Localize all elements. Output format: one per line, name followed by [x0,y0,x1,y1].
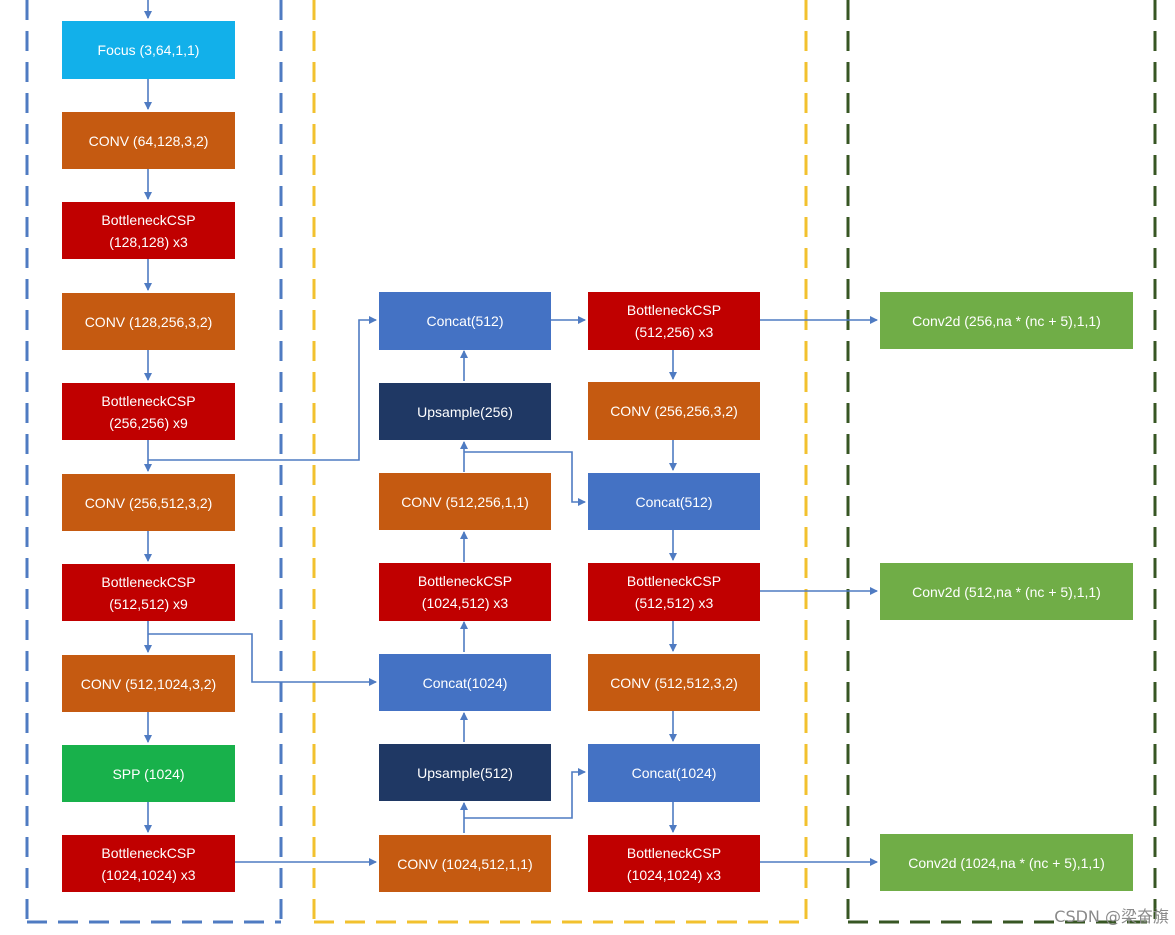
neck-right-csp-mid-label: BottleneckCSP (512,512) x3 [626,573,722,611]
neck-upsample-top-node: Upsample(256) [379,383,551,440]
neck-right-concat-top-node: Concat(512) [588,473,760,530]
head-out1-label: Conv2d (256,na * (nc + 5),1,1) [912,312,1101,329]
neck-csp-mid-node: BottleneckCSP (1024,512) x3 [379,563,551,621]
neck-right-csp-mid-node: BottleneckCSP (512,512) x3 [588,563,760,621]
neck-upsample-bottom-label: Upsample(512) [417,764,513,781]
csp1-node: BottleneckCSP (128,128) x3 [62,202,235,259]
neck-conv-bottom-label: CONV (1024,512,1,1) [397,855,533,872]
neck-right-conv-top-label: CONV (256,256,3,2) [610,403,738,419]
arrow-conv-mid-right-concat [464,451,586,506]
neck-upsample-top-label: Upsample(256) [417,403,513,420]
neck-right-conv-mid-label: CONV (512,512,3,2) [610,674,738,691]
csp3-label: BottleneckCSP (512,512) x9 [101,573,196,612]
conv3-label: CONV (256,512,3,2) [84,494,213,511]
neck-section-border [312,0,808,924]
arrow-conv-bottom-right-concat [464,768,586,819]
neck-csp-mid-label: BottleneckCSP (1024,512) x3 [417,573,513,611]
conv4-label: CONV (512,1024,3,2) [80,675,217,692]
csp1-label: BottleneckCSP (128,128) x3 [101,211,196,250]
csp2-node: BottleneckCSP (256,256) x9 [62,383,235,440]
conv1-label: CONV (64,128,3,2) [88,132,209,149]
neck-right-csp-top-node: BottleneckCSP (512,256) x3 [588,292,760,350]
neck-right-concat-bottom-node: Concat(1024) [588,744,760,802]
arrow-csp3-concat-mid [148,633,377,686]
spp-label: SPP (1024) [112,765,185,782]
backbone-section-border [25,0,283,924]
neck-right-csp-bottom-label: BottleneckCSP (1024,1024) x3 [626,844,722,883]
csp2-label: BottleneckCSP (256,256) x9 [101,392,196,431]
watermark-text: CSDN @梁奋旗 [1054,907,1169,926]
head-out2-label: Conv2d (512,na * (nc + 5),1,1) [912,583,1101,600]
neck-concat-top-node: Concat(512) [379,292,551,350]
neck-conv-mid-label: CONV (512,256,1,1) [401,493,529,510]
focus-label: Focus (3,64,1,1) [97,42,200,58]
conv4-node: CONV (512,1024,3,2) [62,655,235,712]
conv3-node: CONV (256,512,3,2) [62,474,235,531]
neck-conv-bottom-node: CONV (1024,512,1,1) [379,835,551,892]
neck-right-conv-top-node: CONV (256,256,3,2) [588,382,760,440]
connectors [144,0,878,866]
neck-right-concat-bottom-label: Concat(1024) [631,765,717,781]
neck-concat-mid-node: Concat(1024) [379,654,551,711]
conv2-node: CONV (128,256,3,2) [62,293,235,350]
neck-upsample-bottom-node: Upsample(512) [379,744,551,801]
neck-right-csp-top-label: BottleneckCSP (512,256) x3 [626,302,722,340]
head-out2-node: Conv2d (512,na * (nc + 5),1,1) [880,563,1133,620]
head-out1-node: Conv2d (256,na * (nc + 5),1,1) [880,292,1133,349]
conv2-label: CONV (128,256,3,2) [84,313,213,330]
neck-concat-top-label: Concat(512) [426,313,504,329]
csp4-node: BottleneckCSP (1024,1024) x3 [62,835,235,892]
csp4-label: BottleneckCSP (1024,1024) x3 [101,844,196,883]
focus-node: Focus (3,64,1,1) [62,21,235,79]
neck-right-concat-top-label: Concat(512) [635,493,713,510]
head-out3-label: Conv2d (1024,na * (nc + 5),1,1) [908,854,1105,871]
neck-right-csp-bottom-node: BottleneckCSP (1024,1024) x3 [588,835,760,892]
head-out3-node: Conv2d (1024,na * (nc + 5),1,1) [880,834,1133,891]
neck-conv-mid-node: CONV (512,256,1,1) [379,473,551,530]
csp3-node: BottleneckCSP (512,512) x9 [62,564,235,621]
neck-concat-mid-label: Concat(1024) [422,674,508,691]
neck-right-conv-mid-node: CONV (512,512,3,2) [588,654,760,711]
spp-node: SPP (1024) [62,745,235,802]
conv1-node: CONV (64,128,3,2) [62,112,235,169]
arrow-csp2-concat-top [148,316,377,461]
head-section-border [846,0,1157,924]
